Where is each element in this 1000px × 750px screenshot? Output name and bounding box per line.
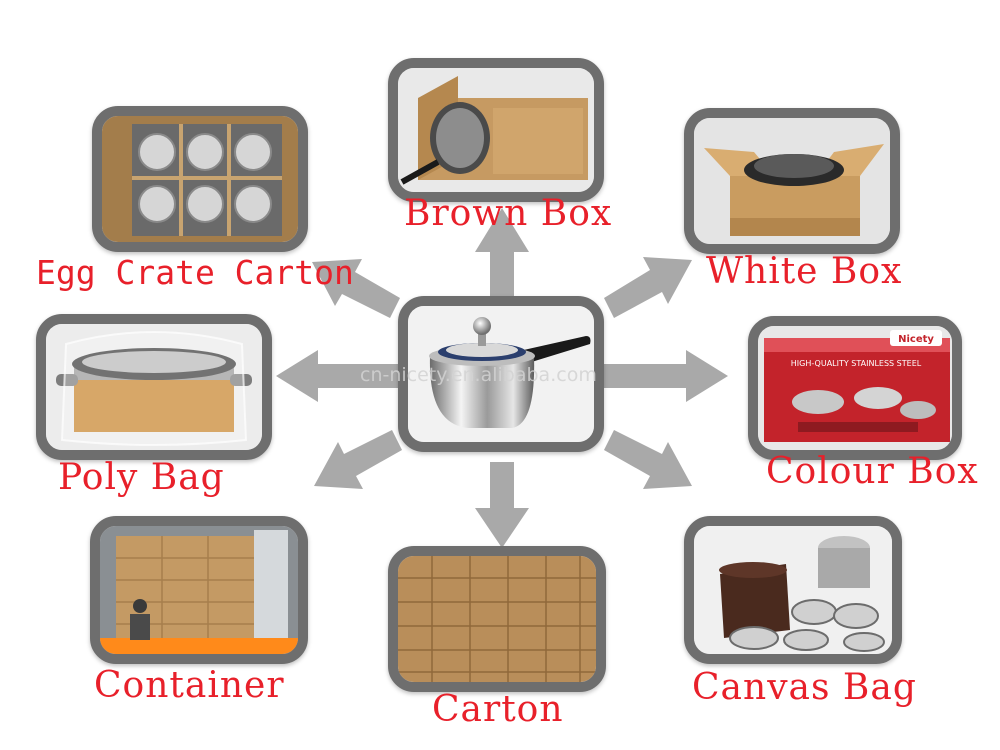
white-box-image bbox=[694, 118, 890, 244]
brown-box-label: Brown Box bbox=[404, 193, 613, 234]
poly-bag-label: Poly Bag bbox=[58, 457, 225, 498]
colour-box-photo: Nicety HIGH-QUALITY STAINLESS STEEL bbox=[748, 316, 962, 460]
egg-crate-carton-image bbox=[102, 116, 298, 242]
arrow-left bbox=[276, 350, 400, 402]
brown-box-image bbox=[398, 68, 594, 192]
watermark-text: cn-nicety.en.alibaba.com bbox=[360, 364, 597, 386]
arrow-up-left bbox=[312, 259, 400, 318]
white-box-label: White Box bbox=[706, 251, 903, 292]
container-label: Container bbox=[94, 665, 285, 706]
egg-crate-carton-photo bbox=[92, 106, 308, 252]
colour-box-brand: Nicety bbox=[898, 334, 934, 345]
arrow-up-right bbox=[604, 257, 692, 318]
poly-bag-photo bbox=[36, 314, 272, 460]
center-product-photo bbox=[398, 296, 604, 452]
canvas-bag-label: Canvas Bag bbox=[692, 667, 917, 708]
container-image bbox=[100, 526, 298, 654]
container-photo bbox=[90, 516, 308, 664]
carton-label: Carton bbox=[432, 689, 564, 730]
colour-box-image: Nicety HIGH-QUALITY STAINLESS STEEL bbox=[758, 326, 952, 450]
arrow-down bbox=[475, 462, 529, 548]
carton-photo bbox=[388, 546, 606, 692]
arrow-down-left bbox=[314, 430, 402, 489]
white-box-photo bbox=[684, 108, 900, 254]
arrow-down-right bbox=[604, 430, 692, 489]
colour-box-tagline: HIGH-QUALITY STAINLESS STEEL bbox=[791, 359, 922, 368]
saucepan-image bbox=[408, 306, 594, 442]
poly-bag-image bbox=[46, 324, 262, 450]
arrow-up bbox=[475, 208, 529, 300]
arrow-right bbox=[600, 350, 728, 402]
carton-image bbox=[398, 556, 596, 682]
brown-box-photo bbox=[388, 58, 604, 202]
canvas-bag-image bbox=[694, 526, 892, 654]
egg-crate-carton-label: Egg Crate Carton bbox=[36, 253, 354, 292]
canvas-bag-photo bbox=[684, 516, 902, 664]
colour-box-label: Colour Box bbox=[766, 451, 979, 492]
